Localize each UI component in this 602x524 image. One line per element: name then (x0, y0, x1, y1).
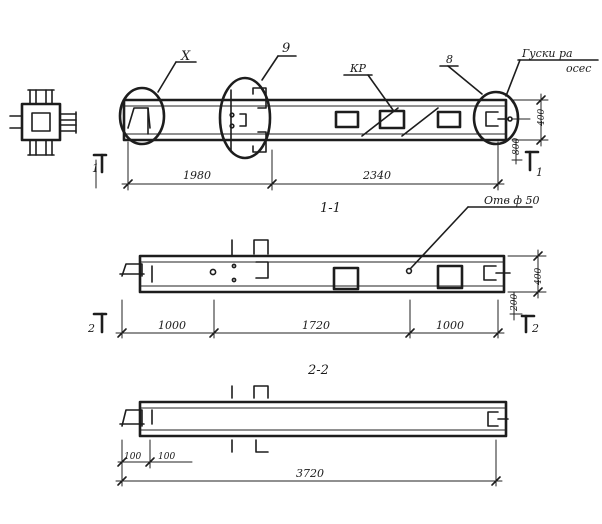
cut-mark-2-left: 2 (87, 322, 95, 335)
hole-callout: Отв ф 50 (484, 194, 539, 207)
callout-hooks-2: осес (566, 62, 591, 75)
callout-8: 8 (446, 53, 453, 66)
dim-mid-center: 1720 (302, 319, 330, 332)
callout-x: Х (180, 49, 191, 64)
section-2-2-title: 2-2 (307, 363, 329, 378)
dim-bot-total: 3720 (296, 467, 324, 480)
callout-kr: КР (349, 62, 367, 75)
dim-mid-right: 1000 (436, 319, 464, 332)
section-2-2 (119, 385, 509, 453)
section-1-1-dimensions (115, 249, 547, 339)
detail-circle-x (118, 86, 166, 146)
dim-mid-low: 200 (510, 294, 520, 312)
section-1-1 (119, 239, 511, 294)
dim-mid-left: 1000 (158, 319, 186, 332)
cut-mark-2 (92, 312, 536, 334)
callout-hooks: Гуски ра (521, 47, 573, 60)
dim-top-right: 2340 (362, 169, 391, 182)
cross-section-detail (9, 89, 77, 156)
callout-9: 9 (282, 41, 290, 56)
section-2-2-dimensions (115, 439, 503, 487)
dim-mid-height: 400 (534, 268, 544, 286)
top-dimensions (121, 93, 549, 191)
cut-mark-1 (92, 150, 540, 189)
dim-bot-b: 100 (158, 452, 175, 462)
dim-top-left: 1980 (183, 169, 211, 182)
detail-circle-8 (472, 90, 520, 146)
dim-top-height: 400 (537, 109, 547, 127)
top-elevation (122, 87, 531, 153)
section-1-1-title: 1-1 (320, 201, 341, 216)
cut-mark-2-right: 2 (531, 322, 539, 335)
detail-circle-9 (218, 76, 272, 160)
dim-top-low: 800 (512, 138, 522, 155)
dim-bot-a: 100 (124, 452, 141, 462)
cut-mark-1-right: 1 (536, 166, 543, 179)
cut-mark-1-left: 1 (92, 162, 99, 175)
